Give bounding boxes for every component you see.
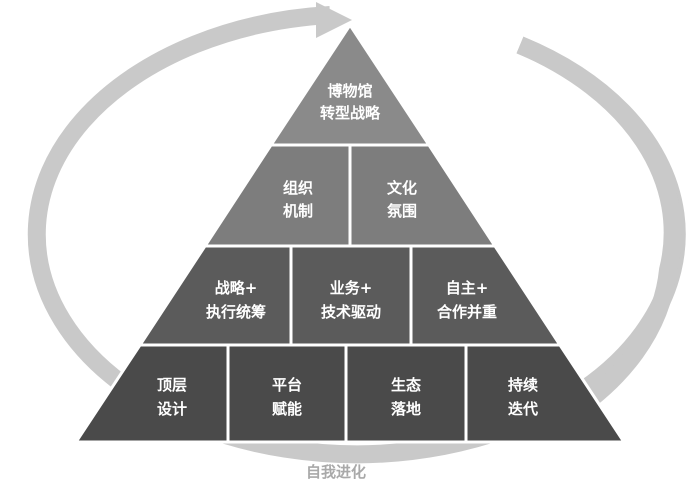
tier-top-label-1-line1: 博物馆: [327, 82, 372, 100]
tier-base-label-3-line2: 落地: [391, 400, 421, 418]
tier-labels: 博物馆 转型战略 组织 机制 文化 氛围 战略+ 执行统筹 业务+ 技术驱动 自…: [157, 82, 538, 418]
tier-third-label-1-line2: 执行统筹: [206, 303, 266, 321]
tier-second-label-2-line1: 文化: [387, 179, 417, 197]
tier-second-row: [202, 143, 498, 248]
tier-third-label-3-line1: 自主+: [446, 279, 489, 297]
tier-base-label-1-line1: 顶层: [157, 376, 187, 394]
loop-arrow-head: [316, 2, 352, 38]
tier-base-label-4-line1: 持续: [508, 376, 538, 394]
evolution-loop: [27, 2, 686, 464]
tier-second-label-1-line2: 机制: [283, 202, 313, 220]
tier-third-label-2-line1: 业务+: [330, 279, 373, 297]
tier-base-label-2-line1: 平台: [272, 376, 302, 394]
tier-third-label-3-line2: 合作并重: [436, 303, 497, 321]
loop-label: 自我进化: [306, 463, 366, 481]
tier-third-row: [137, 244, 563, 347]
tier-second-label-1-line1: 组织: [283, 179, 313, 197]
tier-third-label-2-line2: 技术驱动: [321, 303, 381, 321]
tier-second-block-2: [348, 143, 498, 248]
tier-base-label-3-line1: 生态: [391, 376, 421, 394]
loop-ring-right: [516, 36, 682, 428]
tier-top-label-1-line2: 转型战略: [320, 104, 381, 122]
tier-second-label-2-line2: 氛围: [387, 202, 417, 220]
tier-base-label-4-line2: 迭代: [508, 400, 538, 418]
tier-base-label-2-line2: 赋能: [272, 400, 302, 418]
tier-third-label-1-line1: 战略+: [215, 279, 258, 297]
tier-base-row: [73, 343, 627, 444]
tier-base-label-1-line2: 设计: [157, 400, 187, 418]
pyramid: [73, 22, 627, 444]
tier-base-block-4: [464, 343, 627, 444]
tier-second-block-1: [202, 143, 352, 248]
